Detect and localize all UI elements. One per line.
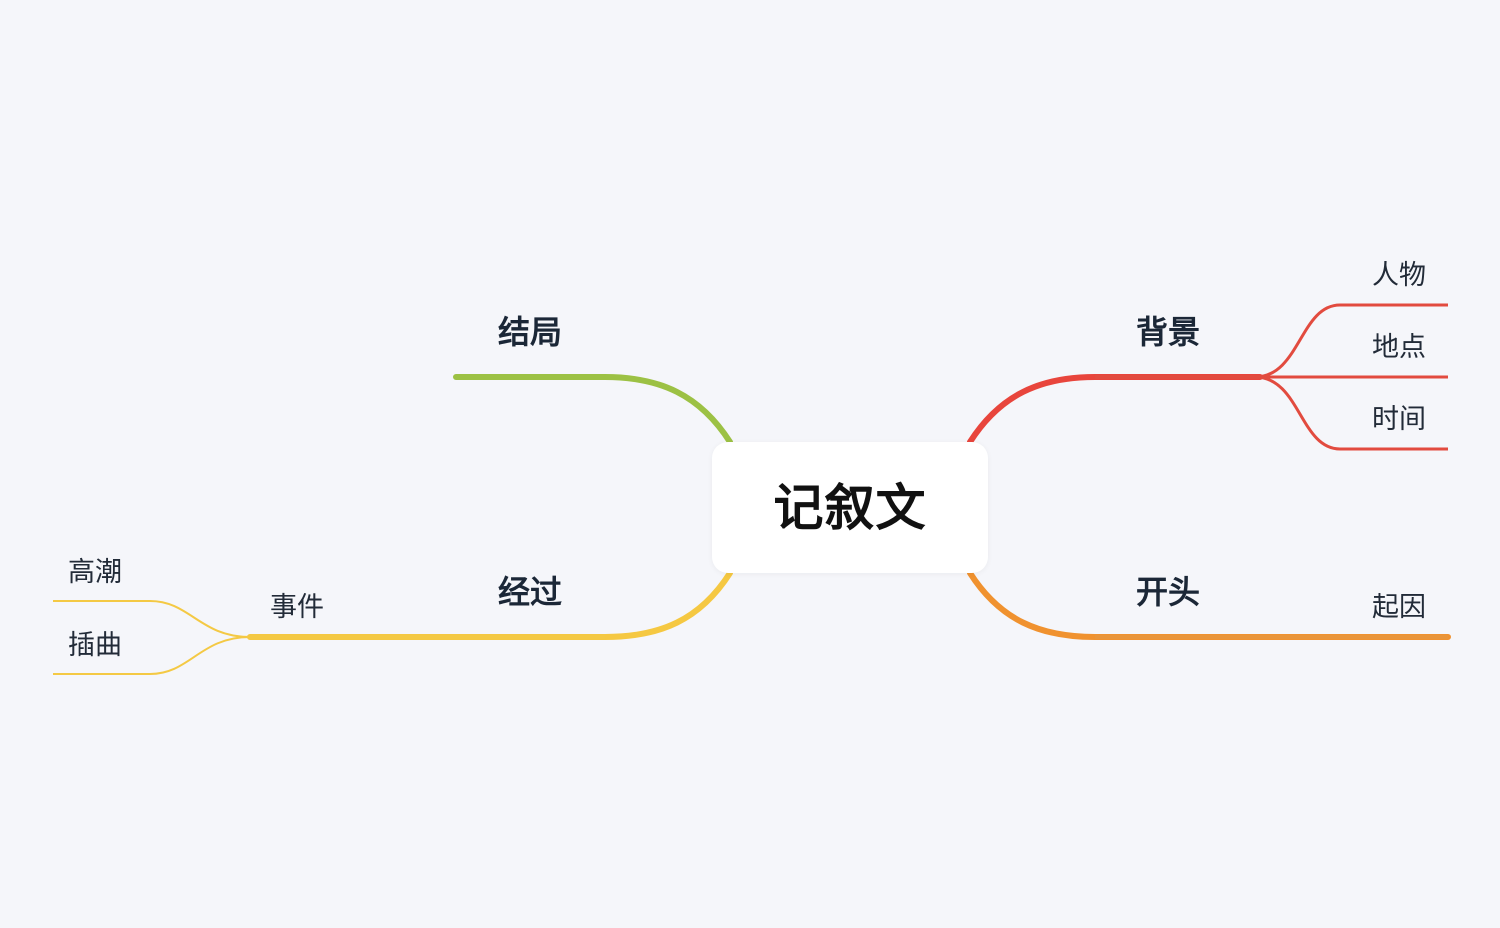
topic-process[interactable]: 经过	[498, 573, 563, 611]
subtopic-climax[interactable]: 高潮	[68, 557, 122, 588]
topic-ending[interactable]: 结局	[498, 313, 563, 351]
sub-line-time	[1254, 375, 1448, 451]
topic-background[interactable]: 背景	[1136, 313, 1201, 351]
sub-line-episode	[53, 636, 251, 675]
topic-opening[interactable]: 开头	[1136, 573, 1201, 611]
branch-line-process	[247, 570, 733, 640]
sub-line-climax	[53, 600, 251, 638]
branch-line-opening	[967, 570, 1451, 640]
subtopic-cause[interactable]: 起因	[1372, 592, 1426, 623]
subtopic-place[interactable]: 地点	[1372, 332, 1426, 363]
central-topic[interactable]: 记叙文	[712, 442, 988, 573]
subtopic-event[interactable]: 事件	[270, 592, 324, 623]
central-topic-label: 记叙文	[773, 478, 927, 537]
subtopic-time[interactable]: 时间	[1372, 404, 1426, 435]
branch-line-ending	[453, 374, 733, 445]
sub-line-person	[1254, 303, 1448, 379]
branch-line-background	[967, 374, 1263, 445]
subtopic-episode[interactable]: 插曲	[68, 630, 122, 661]
subtopic-person[interactable]: 人物	[1372, 260, 1426, 291]
